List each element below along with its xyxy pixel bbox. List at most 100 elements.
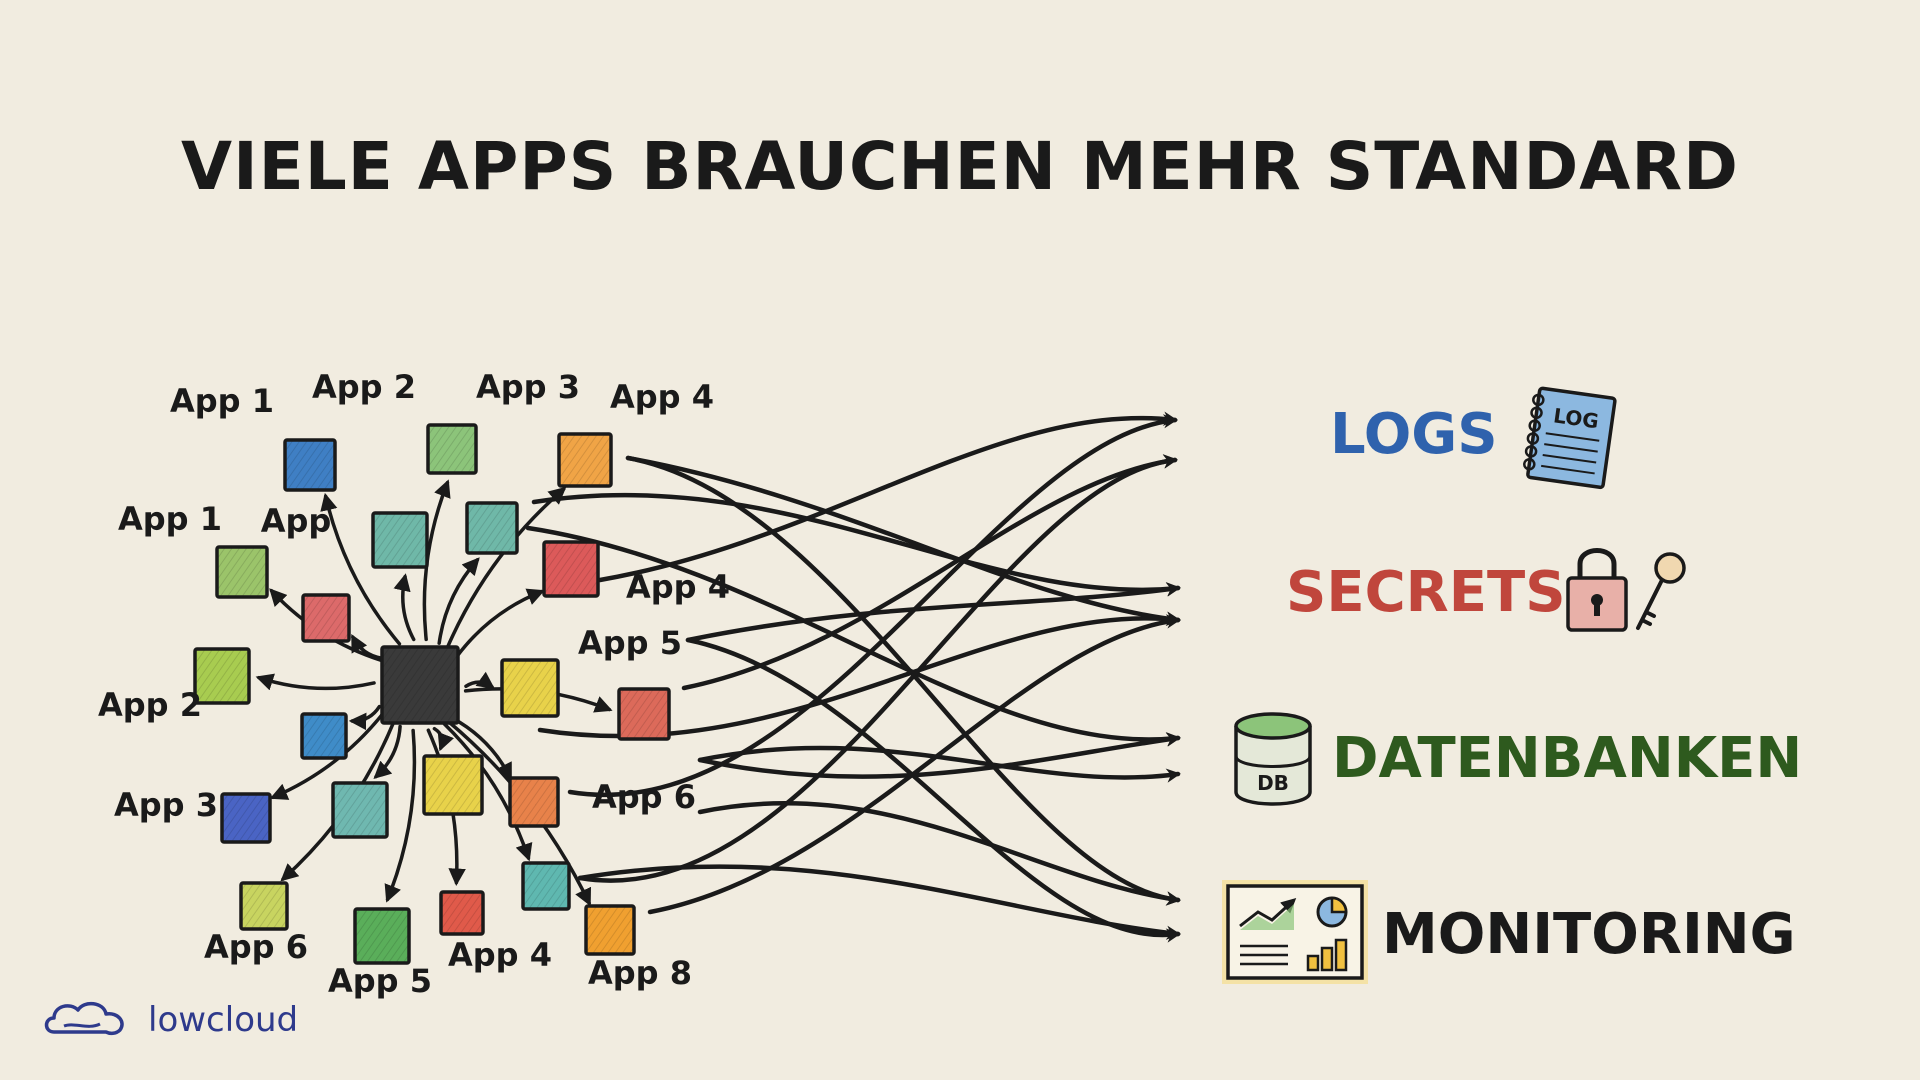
flow-arrow xyxy=(625,455,1181,626)
app-box-9-outline xyxy=(193,647,251,705)
dashboard-chart-icon xyxy=(1222,880,1368,984)
app-box-7-texture xyxy=(544,542,598,596)
flow-arrow xyxy=(685,582,1181,643)
app-box xyxy=(300,712,348,760)
notebook-ring xyxy=(1530,406,1543,420)
notebook-log-icon: LOG xyxy=(1523,386,1617,490)
app-label-2: App 2 xyxy=(312,368,416,406)
flow-arrow xyxy=(647,614,1181,915)
app-box xyxy=(331,781,389,839)
app-box-1 xyxy=(283,438,337,492)
spoke-arrow xyxy=(269,711,386,800)
padlock-shackle xyxy=(1577,548,1617,578)
app-box-4 xyxy=(557,432,613,488)
app-box-2-outline xyxy=(426,423,478,475)
notebook-ring xyxy=(1524,445,1538,458)
app-box-outline xyxy=(617,687,671,741)
flow-arrow xyxy=(531,492,1181,597)
spoke-arrow xyxy=(351,634,385,661)
db-text: DB xyxy=(1257,771,1289,795)
app-box-1-outline xyxy=(283,438,337,492)
brand-logo: lowcloud xyxy=(40,990,298,1050)
category-monitoring: MONITORING xyxy=(1382,902,1796,967)
app-box-6 xyxy=(301,593,351,643)
app-box-outline xyxy=(300,712,348,760)
app-box-10-outline xyxy=(220,792,272,844)
dashboard-bar xyxy=(1334,938,1348,972)
page-title: VIELE APPS BRAUCHEN MEHR STANDARD xyxy=(181,128,1739,205)
key-head xyxy=(1654,552,1686,584)
app-label-13: App 5 xyxy=(328,962,432,1000)
flow-arrow xyxy=(625,455,1181,906)
app-label-11: App 6 xyxy=(592,778,696,816)
category-logs: LOGS xyxy=(1330,402,1498,467)
app-box-7-outline xyxy=(542,540,600,598)
app-box-6-outline xyxy=(301,593,351,643)
dashboard-pie-slice xyxy=(1330,896,1348,914)
flow-arrow xyxy=(697,745,1181,783)
app-box-2 xyxy=(426,423,478,475)
notebook-ring xyxy=(1528,419,1541,432)
notebook-ring xyxy=(1532,393,1545,407)
dashboard-bar xyxy=(1306,954,1320,972)
app-boxes xyxy=(193,423,671,965)
app-box-4-texture xyxy=(559,434,611,486)
app-label-4: App 4 xyxy=(610,378,714,416)
spoke-arrow xyxy=(393,573,416,642)
app-box-15 xyxy=(584,904,636,956)
app-box-15-outline xyxy=(584,904,636,956)
flow-arrow xyxy=(577,864,1181,940)
category-icons: LOG DB xyxy=(1222,386,1686,984)
app-label-6: App xyxy=(261,502,332,540)
app-box-13-texture xyxy=(355,909,409,963)
notebook-ring xyxy=(1526,432,1540,445)
app-box-9-texture xyxy=(195,649,249,703)
app-box-outline xyxy=(521,861,571,911)
app-box-5-outline xyxy=(215,545,269,599)
app-box-5-texture xyxy=(217,547,267,597)
app-box-11-texture xyxy=(510,778,558,826)
app-box xyxy=(371,511,429,569)
spoke-arrow xyxy=(255,673,376,691)
flow-arrow xyxy=(525,525,1181,747)
app-box-14-outline xyxy=(439,890,485,936)
app-box-texture xyxy=(373,513,427,567)
notebook-line xyxy=(1544,443,1598,453)
flow-arrow xyxy=(681,454,1178,691)
spoke-arrow xyxy=(373,724,402,780)
app-label-3: App 3 xyxy=(476,368,580,406)
notebook-ring xyxy=(1523,458,1536,471)
spoke-arrow xyxy=(348,704,382,731)
app-box xyxy=(617,687,671,741)
flow-arrows xyxy=(525,411,1181,943)
app-label-14: App 4 xyxy=(448,936,552,974)
app-box xyxy=(422,754,484,816)
spoke-arrow xyxy=(454,588,545,659)
flow-arrow xyxy=(697,801,1181,906)
flow-arrow xyxy=(697,732,1181,779)
cloud-icon xyxy=(44,1001,124,1036)
hub-box-outline xyxy=(380,645,460,725)
spoke-arrow xyxy=(442,722,533,862)
app-box-outline xyxy=(422,754,484,816)
app-box-12 xyxy=(239,881,289,931)
db-ring xyxy=(1234,755,1312,768)
app-label-15: App 8 xyxy=(588,954,692,992)
spoke-arrow xyxy=(445,486,567,650)
notebook-line xyxy=(1542,454,1597,464)
app-label-10: App 3 xyxy=(114,786,218,824)
app-box-12-outline xyxy=(239,881,289,931)
padlock-key-icon xyxy=(1566,548,1686,632)
app-label-1: App 1 xyxy=(170,382,274,420)
app-label-9: App 2 xyxy=(98,686,202,724)
app-box-1-texture xyxy=(285,440,335,490)
app-box-11 xyxy=(508,776,560,828)
app-box xyxy=(521,861,571,911)
db-top xyxy=(1234,712,1312,740)
app-label-8: App 5 xyxy=(578,624,682,662)
app-box xyxy=(465,501,519,555)
app-box-outline xyxy=(465,501,519,555)
database-icon: DB xyxy=(1234,712,1312,806)
